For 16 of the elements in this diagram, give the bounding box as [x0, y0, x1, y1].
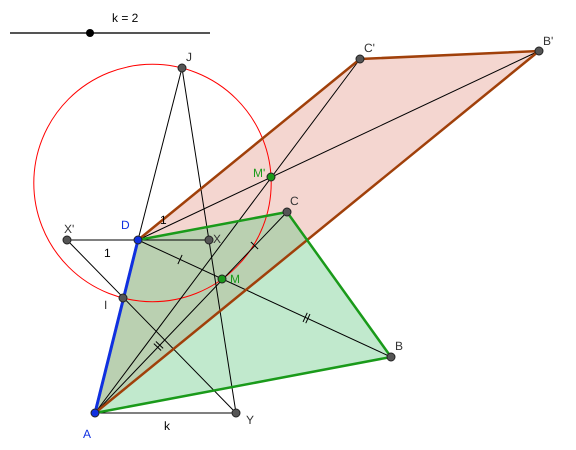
point-label: I	[104, 298, 108, 312]
point-label: D	[121, 218, 130, 232]
length-label: k	[164, 419, 170, 433]
point-label: Y	[246, 413, 254, 427]
point-label: X'	[64, 222, 74, 236]
point-label: M'	[253, 166, 266, 180]
point-label: C'	[364, 41, 375, 55]
slider-value: k = 2	[112, 11, 138, 25]
point-label: X	[213, 232, 222, 246]
point-label: B'	[543, 34, 554, 48]
point-label: A	[83, 427, 92, 441]
point-label: M	[230, 272, 240, 286]
point-label: B	[395, 339, 404, 353]
point-label: C	[290, 194, 299, 208]
point-label: J	[186, 50, 192, 64]
length-label: 1	[104, 246, 111, 260]
